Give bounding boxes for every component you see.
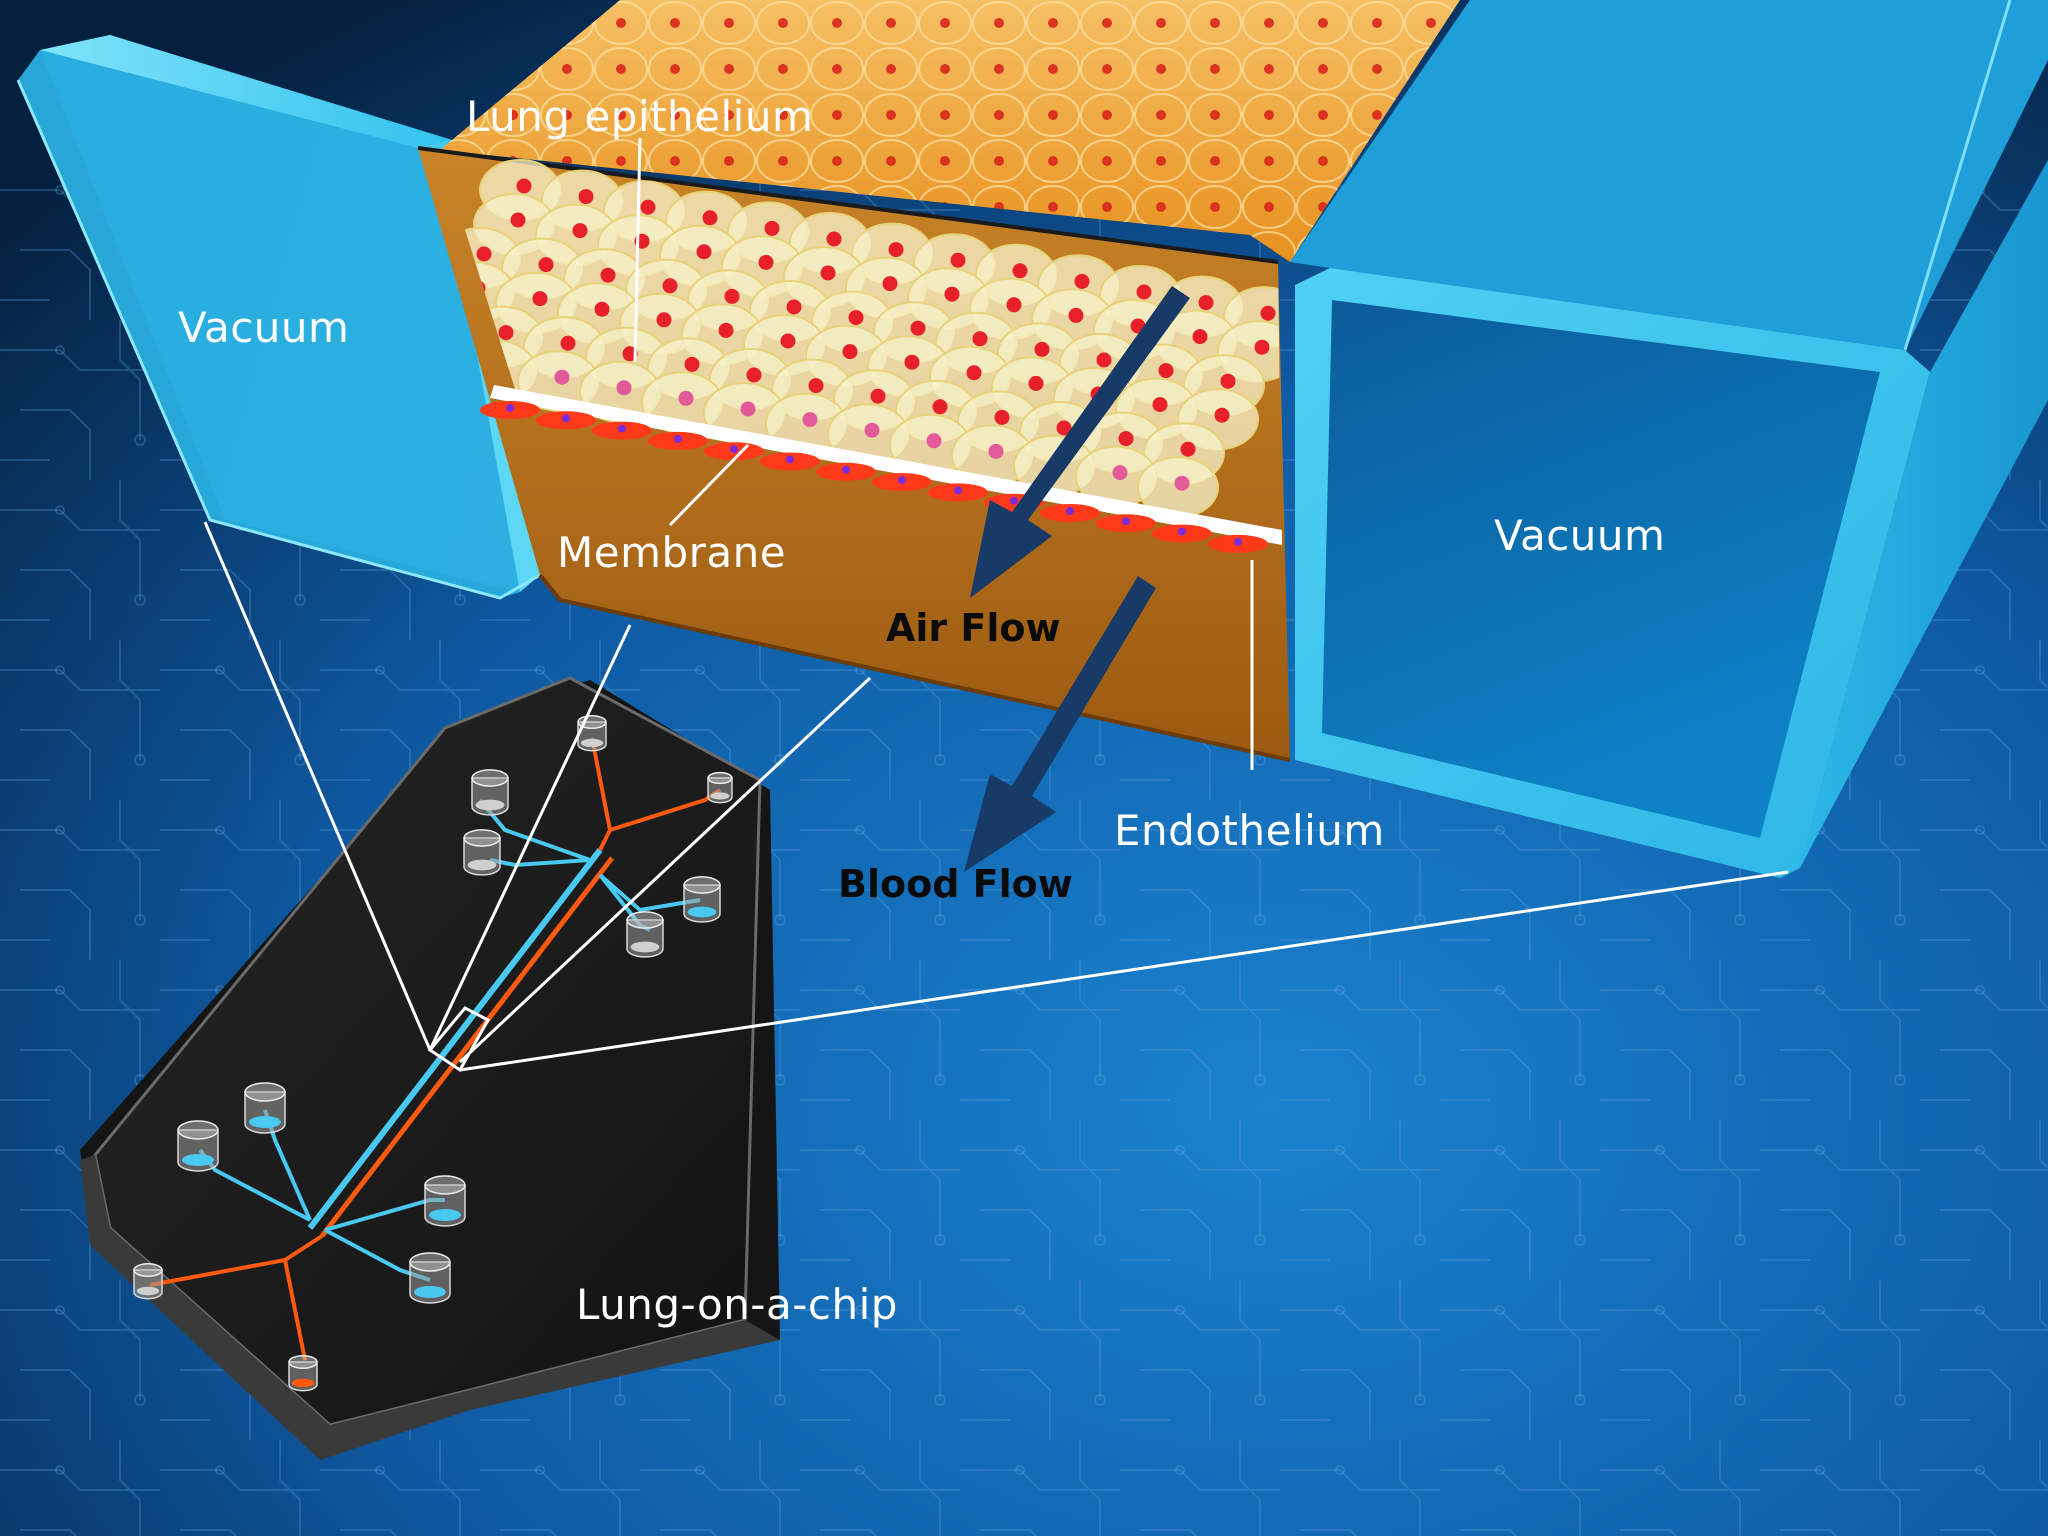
- leader-lines: [203, 137, 1789, 1073]
- label-lung-on-a-chip: Lung-on-a-chip: [576, 1280, 898, 1329]
- label-vacuum-left: Vacuum: [178, 303, 350, 352]
- label-membrane: Membrane: [557, 528, 787, 577]
- label-vacuum-right: Vacuum: [1494, 511, 1666, 560]
- membrane-sheet: [490, 385, 1282, 545]
- vacuum-channel-right: [1290, 0, 2048, 878]
- endothelium-cells: [480, 401, 1268, 553]
- vacuum-channel-left: [16, 35, 541, 600]
- label-blood-flow: Blood Flow: [838, 862, 1073, 906]
- label-lung-epithelium: Lung epithelium: [466, 92, 814, 141]
- chip-device: [80, 676, 780, 1460]
- blood-flow-arrow: [964, 576, 1156, 872]
- label-air-flow: Air Flow: [886, 606, 1061, 650]
- label-endothelium: Endothelium: [1114, 806, 1385, 855]
- air-flow-arrow: [970, 286, 1190, 598]
